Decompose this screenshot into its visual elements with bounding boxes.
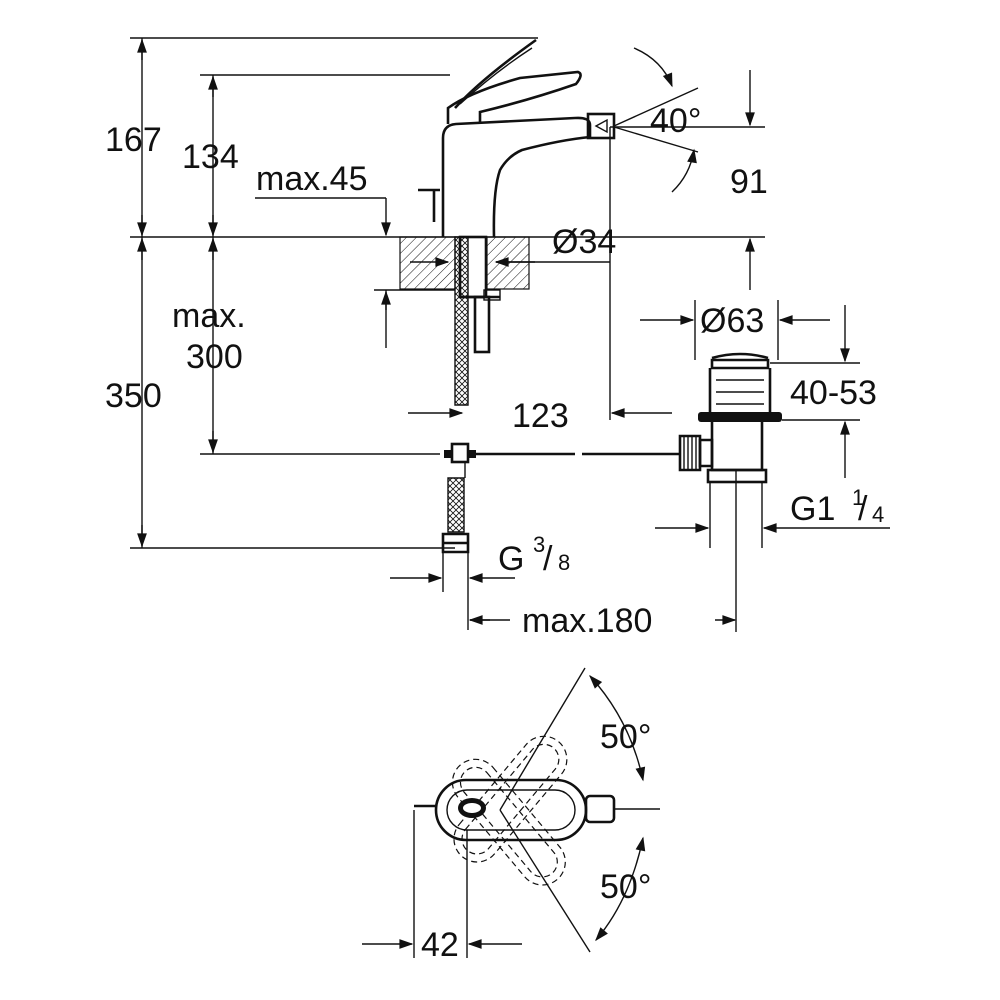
side-view: 167 350 134 max. 300 max.45 Ø34: [105, 37, 890, 640]
deck-left: [399, 236, 456, 290]
top-view: 50° 50° 42: [362, 667, 660, 964]
dim-50deg-lower: 50°: [600, 868, 651, 906]
tap-body: [441, 116, 592, 238]
dim-max-300: 300: [186, 338, 243, 376]
dim-g114-den: 4: [872, 502, 884, 527]
dim-40-53: 40-53: [790, 374, 877, 412]
lever-raised: [454, 38, 537, 109]
popup-rod: [418, 188, 440, 222]
dim-350: 350: [105, 377, 162, 415]
dim-g114-slash: /: [858, 490, 868, 528]
hose-lower: [447, 477, 465, 533]
top-view-nozzle: [584, 794, 616, 824]
lever: [446, 70, 582, 124]
dim-50deg-upper: 50°: [600, 718, 651, 756]
lever-position-upper: [453, 735, 568, 863]
dim-167: 167: [105, 121, 162, 159]
threaded-shank: [473, 295, 491, 354]
dim-42: 42: [421, 926, 459, 964]
dim-max-label: max.: [172, 297, 246, 335]
dim-g38-slash: /: [543, 540, 553, 578]
dim-g114-main: G1: [790, 490, 835, 528]
dim-g38-num: 3: [533, 532, 545, 557]
dim-d34: Ø34: [552, 223, 616, 261]
waste-assembly: [678, 352, 782, 484]
dim-max-180: max.180: [522, 602, 652, 640]
dim-max-45: max.45: [256, 160, 368, 198]
dim-d63: Ø63: [700, 302, 764, 340]
dim-g38-den: 8: [558, 550, 570, 575]
dim-40deg: 40°: [650, 102, 701, 140]
dim-123: 123: [512, 397, 569, 435]
dim-91: 91: [730, 163, 768, 201]
hose-upper: [454, 236, 469, 406]
dim-134: 134: [182, 138, 239, 176]
dim-g38-main: G: [498, 540, 524, 578]
deck-right: [486, 236, 530, 290]
dim-g114-num: 1: [852, 485, 864, 510]
lever-position-lower: [451, 758, 566, 886]
